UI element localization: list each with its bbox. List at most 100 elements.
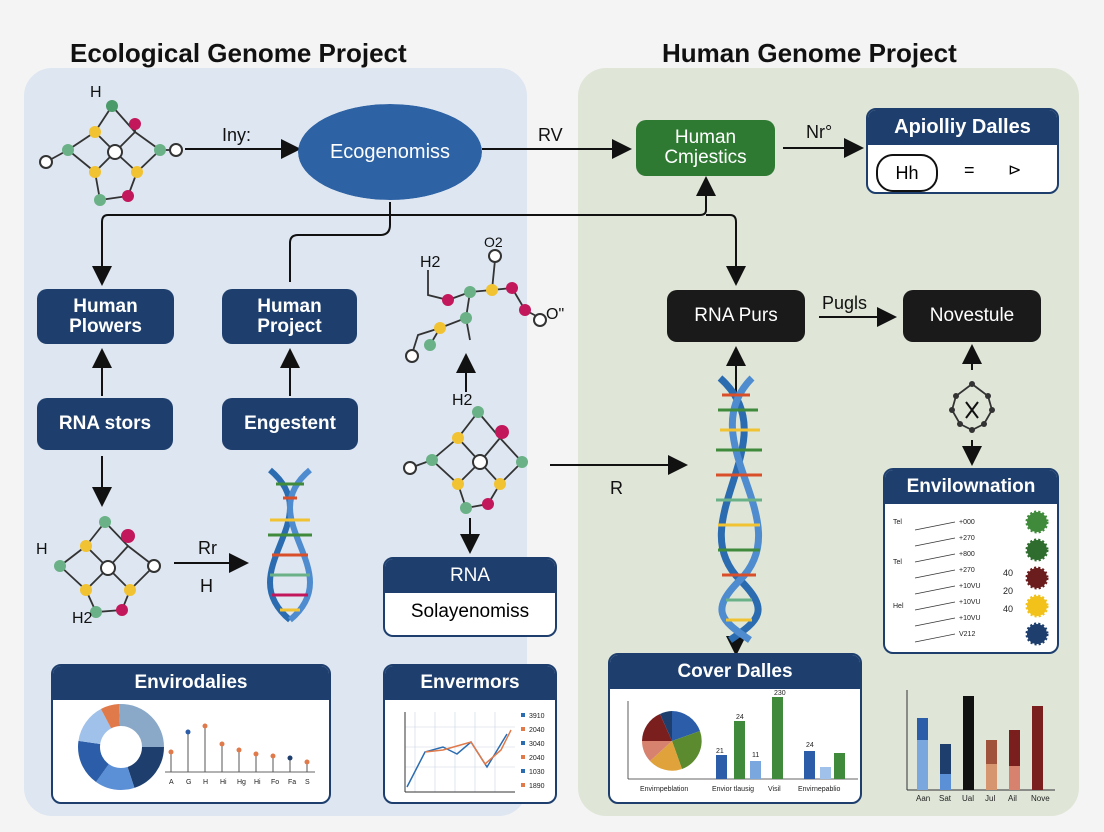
human-plowers-box[interactable]: Human Plowers (37, 289, 174, 344)
cover-x-label: Envirnpeblation (640, 786, 688, 793)
envi-seal-icon (1025, 566, 1049, 590)
lollipop-point (168, 749, 174, 755)
envi-value: +000 (959, 519, 975, 526)
connector-to-human-plowers (92, 202, 391, 286)
bar-sat-top (940, 744, 951, 790)
envi-arrow (914, 569, 956, 579)
human-cmjestics-label: Human Cmjestics (664, 127, 747, 168)
molecule-h-label: H (90, 84, 102, 101)
envi-arrow (914, 585, 956, 595)
lollipop-tick-label: Fa (288, 779, 296, 786)
cover-bar (734, 721, 745, 779)
cover-x-label: Envior tlausig (712, 786, 754, 793)
play-arrow-icon: ⊳ (1008, 162, 1022, 179)
cover-bar (772, 697, 783, 779)
lollipop-point (304, 759, 310, 765)
connector-to-human-project (289, 202, 391, 282)
envi-seal-icon (1025, 510, 1049, 534)
ecogenomics-node[interactable]: Ecogenomiss (298, 104, 482, 200)
molecule-lower-h2-label: H2 (72, 610, 93, 627)
legend-swatch (521, 713, 525, 717)
bar-jul-bottom (986, 764, 997, 790)
envilownation-diagram: TelTelHel+000+270+800+270+10VU+10VU+10VU… (893, 510, 1049, 646)
human-project-label: Human Project (257, 295, 322, 337)
envi-left-label: Tel (893, 519, 902, 526)
envi-num: 40 (1003, 568, 1013, 578)
bar-aan-bottom (917, 740, 928, 790)
molecule-o2-label: O2 (484, 234, 503, 250)
envi-left-label: Tel (893, 559, 902, 566)
envirodalies-title: Envirodalies (53, 666, 329, 700)
rna-card-body: Solayenomiss (410, 601, 530, 622)
envi-seal-icon (1025, 538, 1049, 562)
human-title: Human Genome Project (662, 38, 957, 68)
cover-bar (804, 751, 815, 779)
rna-purs-box[interactable]: RNA Purs (667, 290, 805, 342)
bar-ail-top (1009, 730, 1020, 790)
bottom-chart-category: Ual (962, 794, 974, 803)
envi-num: 40 (1003, 604, 1013, 614)
lollipop-tick-label: Fo (271, 779, 279, 786)
envi-seal-icon (1025, 594, 1049, 618)
molecule-center-h2-label: H2 (452, 392, 473, 409)
pugls-label: Pugls (822, 293, 868, 313)
lollipop-tick-label: Hi (254, 779, 261, 786)
legend-swatch (521, 783, 525, 787)
bottom-right-bar-chart (906, 690, 1055, 791)
rna-purs-label: RNA Purs (694, 305, 778, 327)
lollipop-point (236, 747, 242, 753)
lollipop-point (219, 741, 225, 747)
r-label: R (610, 478, 623, 498)
cover-x-label: Visil (768, 786, 781, 793)
envi-arrow (914, 521, 956, 531)
lollipop-tick-label: A (169, 779, 174, 786)
human-cmjestics-box[interactable]: Human Cmjestics (636, 120, 775, 176)
legend-swatch (521, 727, 525, 731)
cover-bar-label: 230 (774, 690, 786, 697)
ring-molecule-icon (949, 381, 995, 433)
rr-label: Rr (198, 538, 217, 558)
dna-helix-right-icon (716, 375, 763, 643)
legend-swatch (521, 769, 525, 773)
ecogenomics-label: Ecogenomiss (329, 140, 451, 163)
rv-label: RV (538, 125, 563, 145)
bottom-chart-category: Aan (916, 794, 930, 803)
connector-up-to-cmjestics (389, 176, 716, 216)
engestent-box[interactable]: Engestent (222, 398, 358, 450)
bar-ual (963, 696, 974, 790)
ecological-title: Ecological Genome Project (70, 38, 407, 68)
apiolliy-dalles-title: Apiolliy Dalles (868, 110, 1057, 145)
apiolliy-dalles-card[interactable]: Apiolliy Dalles Hh = ⊳ (866, 108, 1059, 194)
rna-stors-box[interactable]: RNA stors (37, 398, 173, 450)
rna-card-title: RNA (385, 559, 555, 593)
envermors-title: Envermors (385, 666, 555, 700)
rna-card[interactable]: RNA Solayenomiss (383, 557, 557, 637)
molecule-o-label: O" (546, 306, 565, 323)
molecule-top-left-atoms (39, 100, 183, 206)
lollipop-tick-label: S (305, 779, 310, 786)
human-project-box[interactable]: Human Project (222, 289, 357, 344)
lollipop-point (202, 723, 208, 729)
bottom-chart-category: Ail (1008, 794, 1017, 803)
lollipop-tick-label: G (186, 779, 191, 786)
lollipop-point (185, 729, 191, 735)
equals-sign: = (964, 160, 975, 180)
bar-nove (1032, 706, 1043, 790)
hh-badge: Hh (876, 154, 938, 192)
bottom-chart-category: Nove (1031, 794, 1050, 803)
cover-bar (750, 761, 761, 779)
rna-stors-label: RNA stors (58, 413, 152, 435)
legend-label: 1890 (529, 783, 545, 790)
envi-left-label: Hel (893, 603, 904, 610)
novestule-box[interactable]: Novestule (903, 290, 1041, 342)
lollipop-tick-label: Hi (220, 779, 227, 786)
legend-label: 1030 (529, 769, 545, 776)
lollipop-tick-label: Hg (237, 779, 246, 786)
